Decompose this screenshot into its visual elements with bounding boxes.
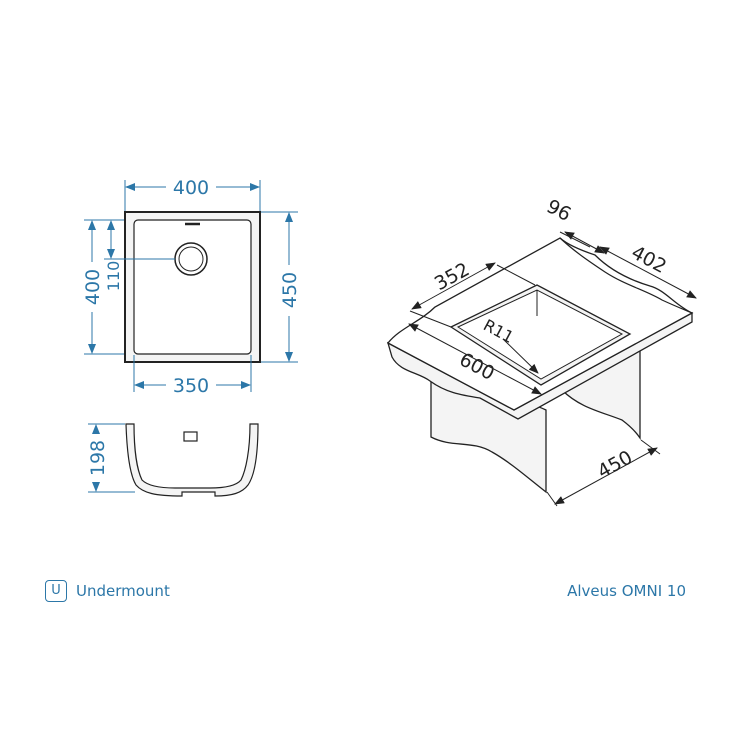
model-name-label: Alveus OMNI 10 xyxy=(567,582,686,600)
dim-drain-offset-label: 110 xyxy=(104,261,123,292)
overflow-outlet xyxy=(183,431,198,442)
dim-height-label: 198 xyxy=(87,440,109,476)
side-view: 198 xyxy=(87,423,259,497)
dim-inner-width-label: 350 xyxy=(173,375,209,397)
dim-cabinet-depth-label: 450 xyxy=(594,446,636,483)
undermount-icon: U xyxy=(45,580,67,602)
dim-depth-label: 400 xyxy=(82,269,104,305)
top-view: 400 400 110 450 350 xyxy=(82,177,301,397)
dim-line-cabinet-offset xyxy=(564,231,605,254)
dim-cabinet-offset-label: 96 xyxy=(543,195,575,226)
dim-outer-depth-label: 450 xyxy=(279,272,301,308)
bowl-profile xyxy=(125,423,259,497)
cabinet-back-panel xyxy=(561,342,641,441)
dim-line-side-length xyxy=(599,246,697,299)
drain-inner xyxy=(178,246,204,272)
sink-bowl-outline xyxy=(133,219,252,355)
dim-width-label: 400 xyxy=(173,177,209,199)
dim-line-cabinet-depth xyxy=(554,447,658,505)
dim-line-front-length xyxy=(408,323,542,395)
mount-type-label: Undermount xyxy=(76,582,170,600)
iso-view: 96 402 352 R11 600 450 xyxy=(386,195,697,507)
dim-line-inner-length xyxy=(411,262,496,310)
